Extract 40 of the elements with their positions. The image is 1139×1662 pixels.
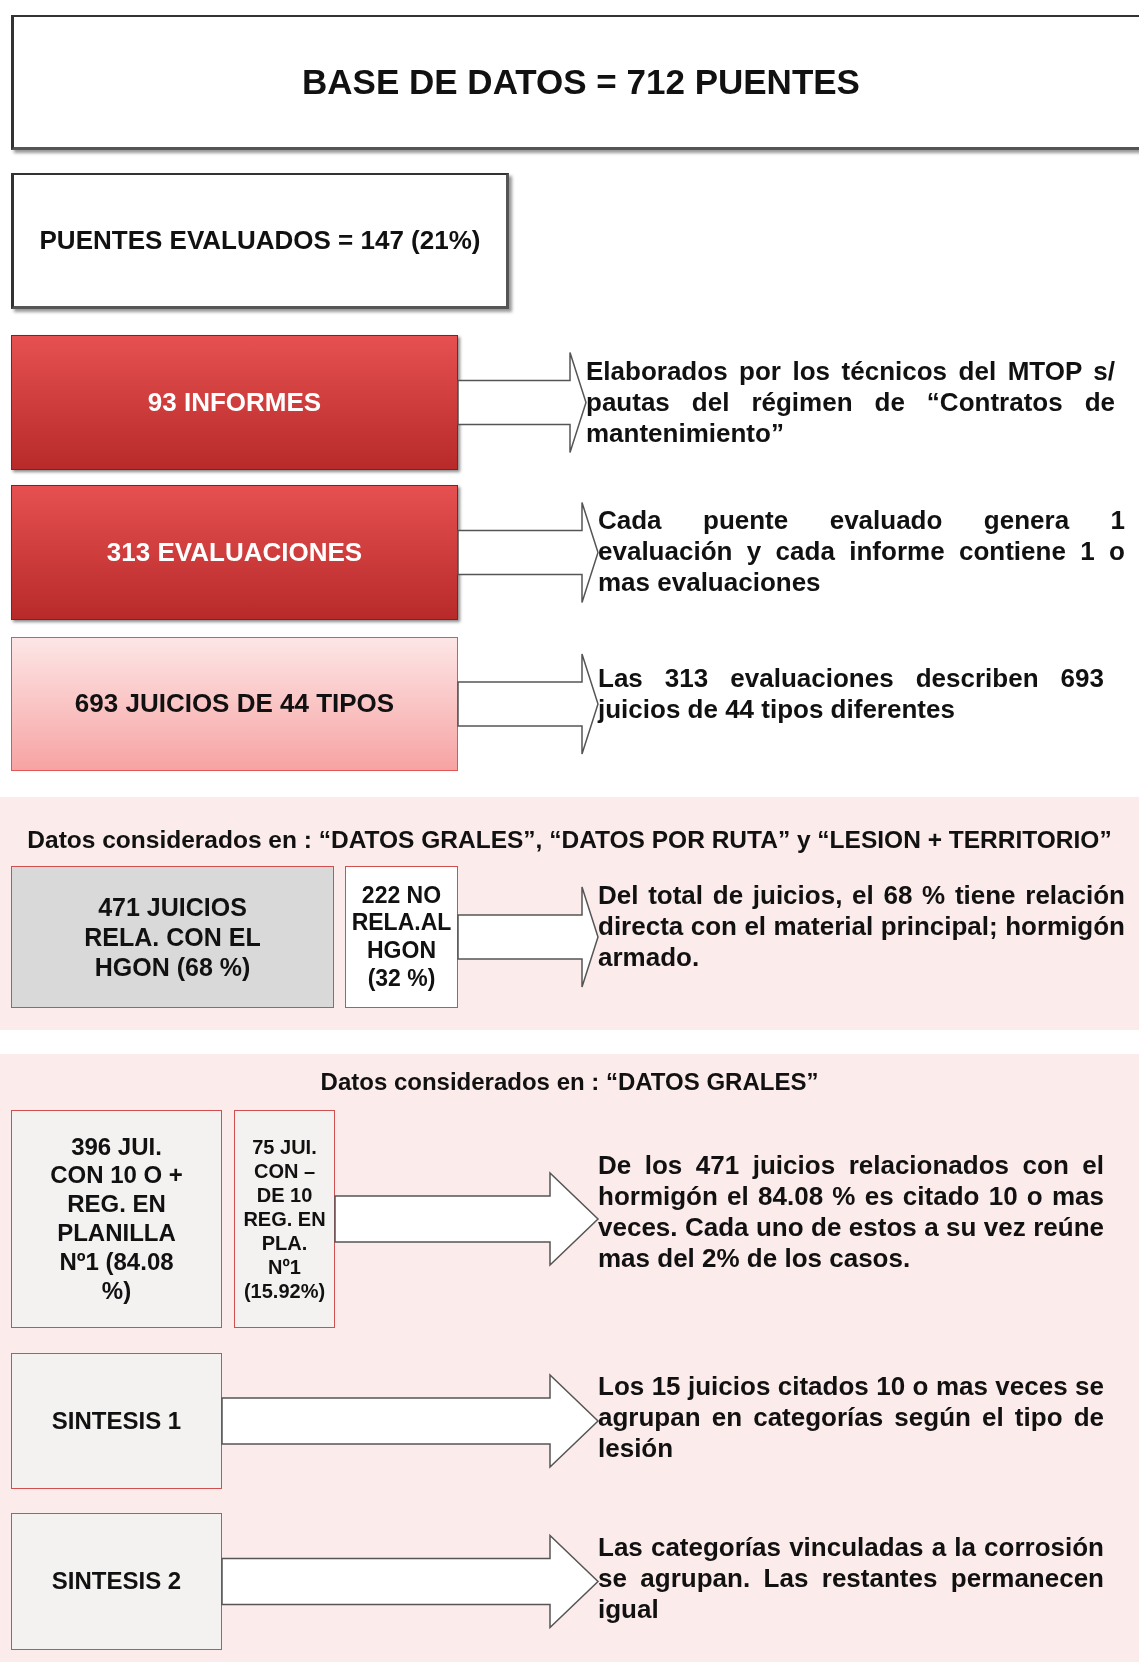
box-label: 222 NO RELA.AL HGON (32 %) bbox=[350, 881, 453, 993]
description-text: Las 313 evaluaciones describen 693 juicios de 44 tipos diferentes bbox=[598, 663, 1104, 725]
count-box bbox=[234, 1110, 335, 1328]
header-box bbox=[11, 15, 1139, 150]
count-box bbox=[345, 866, 458, 1008]
section-band bbox=[0, 797, 1139, 1030]
description-text: Los 15 juicios citados 10 o mas veces se agrupan en categorías según el tipo de lesión bbox=[598, 1371, 1104, 1464]
count-box bbox=[11, 637, 458, 771]
box-label: 396 JUI. CON 10 O + REG. EN PLANILLA Nº1 (84.08 %) bbox=[49, 1132, 184, 1306]
box-label: BASE DE DATOS = 712 PUENTES bbox=[302, 61, 860, 103]
section-heading: Datos considerados en : “DATOS GRALES” bbox=[319, 1068, 820, 1097]
block-arrow bbox=[457, 351, 587, 454]
block-arrow bbox=[457, 501, 599, 604]
count-box bbox=[11, 485, 458, 620]
section-heading: Datos considerados en : “DATOS GRALES”, “DATOS POR RUTA” y “LESION + TERRITORIO” bbox=[26, 825, 1113, 855]
block-arrow bbox=[457, 886, 599, 988]
block-arrow bbox=[221, 1533, 600, 1630]
description-text: Elaborados por los técnicos del MTOP s/ pautas del régimen de “Contratos de mantenimiento” bbox=[586, 356, 1115, 449]
step-box bbox=[11, 1353, 222, 1489]
box-label: 313 EVALUACIONES bbox=[106, 536, 363, 569]
box-label: SINTESIS 2 bbox=[51, 1567, 182, 1596]
description-text: De los 471 juicios relacionados con el hormigón el 84.08 % es citado 10 o mas veces. Cada uno de estos a su vez reúne mas del 2% de los casos. bbox=[598, 1150, 1104, 1274]
count-box bbox=[11, 335, 458, 470]
description-text: Del total de juicios, el 68 % tiene relación directa con el material principal; hormigón armado. bbox=[598, 880, 1125, 973]
block-arrow bbox=[457, 653, 599, 755]
box-label: SINTESIS 1 bbox=[51, 1406, 182, 1436]
block-arrow bbox=[334, 1171, 600, 1267]
section-band bbox=[0, 1054, 1139, 1662]
box-label: PUENTES EVALUADOS = 147 (21%) bbox=[39, 224, 481, 257]
description-text: Cada puente evaluado genera 1 evaluación y cada informe contiene 1 o mas evaluaciones bbox=[598, 505, 1125, 598]
step-box bbox=[11, 1513, 222, 1650]
summary-box bbox=[11, 173, 509, 309]
description-text: Las categorías vinculadas a la corrosión se agrupan. Las restantes permanecen igual bbox=[598, 1532, 1104, 1625]
block-arrow bbox=[221, 1373, 600, 1469]
box-label: 471 JUICIOS RELA. CON EL HGON (68 %) bbox=[83, 892, 262, 982]
count-box bbox=[11, 1110, 222, 1328]
box-label: 693 JUICIOS DE 44 TIPOS bbox=[74, 688, 395, 720]
box-label: 75 JUI. CON – DE 10 REG. EN PLA. Nº1 (15.92%) bbox=[243, 1135, 326, 1303]
count-box bbox=[11, 866, 334, 1008]
box-label: 93 INFORMES bbox=[147, 386, 322, 419]
